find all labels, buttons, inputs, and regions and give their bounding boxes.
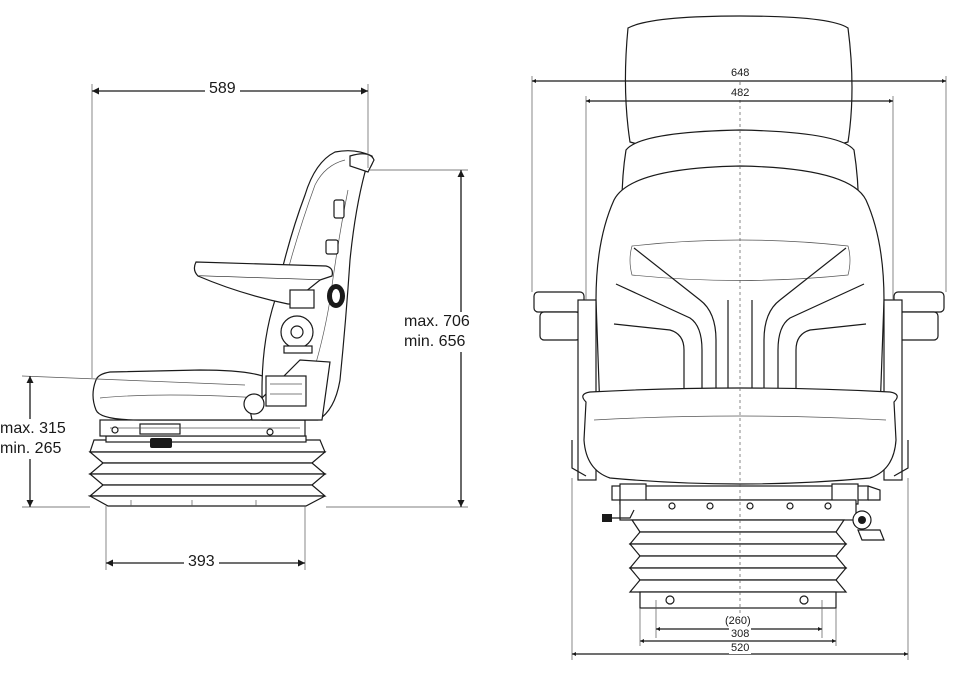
- seat-height-max-label: max. 315: [0, 420, 66, 437]
- front-cushion: [582, 387, 898, 485]
- height-dim-label: max. 706 min. 656: [404, 312, 470, 352]
- dim-308-label: 308: [729, 628, 752, 640]
- side-rail: [99, 419, 306, 448]
- height-min-label: min. 656: [404, 333, 466, 350]
- dim-520-label: 520: [729, 642, 752, 654]
- front-armrest-left: [533, 291, 585, 313]
- front-bellows: [628, 519, 848, 609]
- side-view-seat: [87, 150, 375, 507]
- dim-260-label: (260): [723, 615, 753, 627]
- dim-482-label: 482: [729, 87, 752, 99]
- seat-height-min-label: min. 265: [0, 440, 62, 457]
- dim-648-label: 648: [729, 67, 752, 79]
- front-mechanism: [602, 483, 885, 541]
- front-headrest-raised: [624, 15, 853, 157]
- dim-589-label: 589: [205, 80, 240, 98]
- side-armrest: [193, 261, 333, 281]
- height-max-label: max. 706: [404, 313, 470, 330]
- dim-393-label: 393: [184, 553, 219, 571]
- seat-height-dim-label: max. 315 min. 265: [0, 419, 66, 459]
- side-bellows: [87, 435, 327, 507]
- front-view-seat: [533, 15, 945, 609]
